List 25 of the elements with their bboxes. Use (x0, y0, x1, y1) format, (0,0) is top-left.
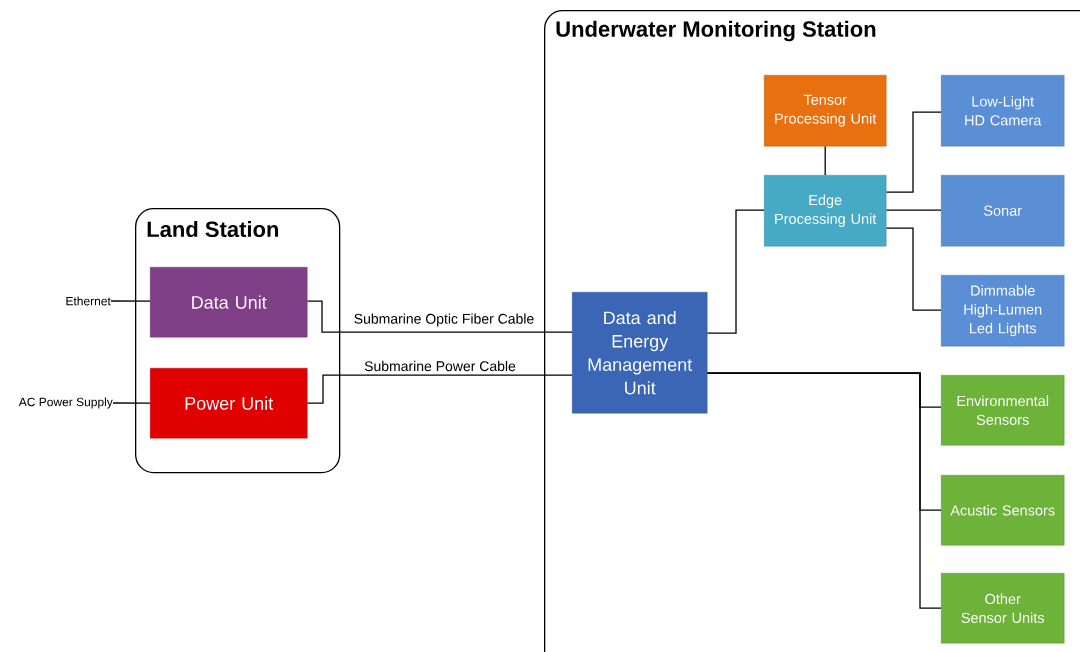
process-box: Edge Processing Unit (764, 175, 887, 247)
connector-line (885, 111, 942, 193)
process-box: Acustic Sensors (941, 475, 1065, 546)
connector-line (112, 402, 151, 404)
side-label: AC Power Supply (18, 397, 113, 409)
connector-line (824, 145, 826, 176)
connector-line (306, 374, 573, 404)
process-box: Tensor Processing Unit (764, 75, 887, 147)
process-box: Environmental Sensors (941, 375, 1065, 446)
process-box: Power Unit (150, 368, 308, 439)
process-box: Sonar (941, 175, 1065, 247)
connector-line (885, 209, 942, 211)
edge-label: Submarine Power Cable (363, 359, 517, 373)
process-box: Low-Light HD Camera (941, 75, 1065, 147)
process-box: Data and Energy Management Unit (572, 292, 708, 414)
connector-line (706, 209, 765, 334)
connector-line (306, 300, 573, 333)
connector-line (110, 300, 151, 302)
connector-line (706, 372, 942, 609)
process-box: Other Sensor Units (941, 573, 1065, 644)
edge-label: Submarine Optic Fiber Cable (352, 312, 536, 328)
process-box: Data Unit (150, 267, 308, 338)
process-box: Dimmable High-Lumen Led Lights (941, 275, 1065, 347)
side-label: Ethernet (66, 296, 111, 306)
connector-line (885, 227, 942, 311)
